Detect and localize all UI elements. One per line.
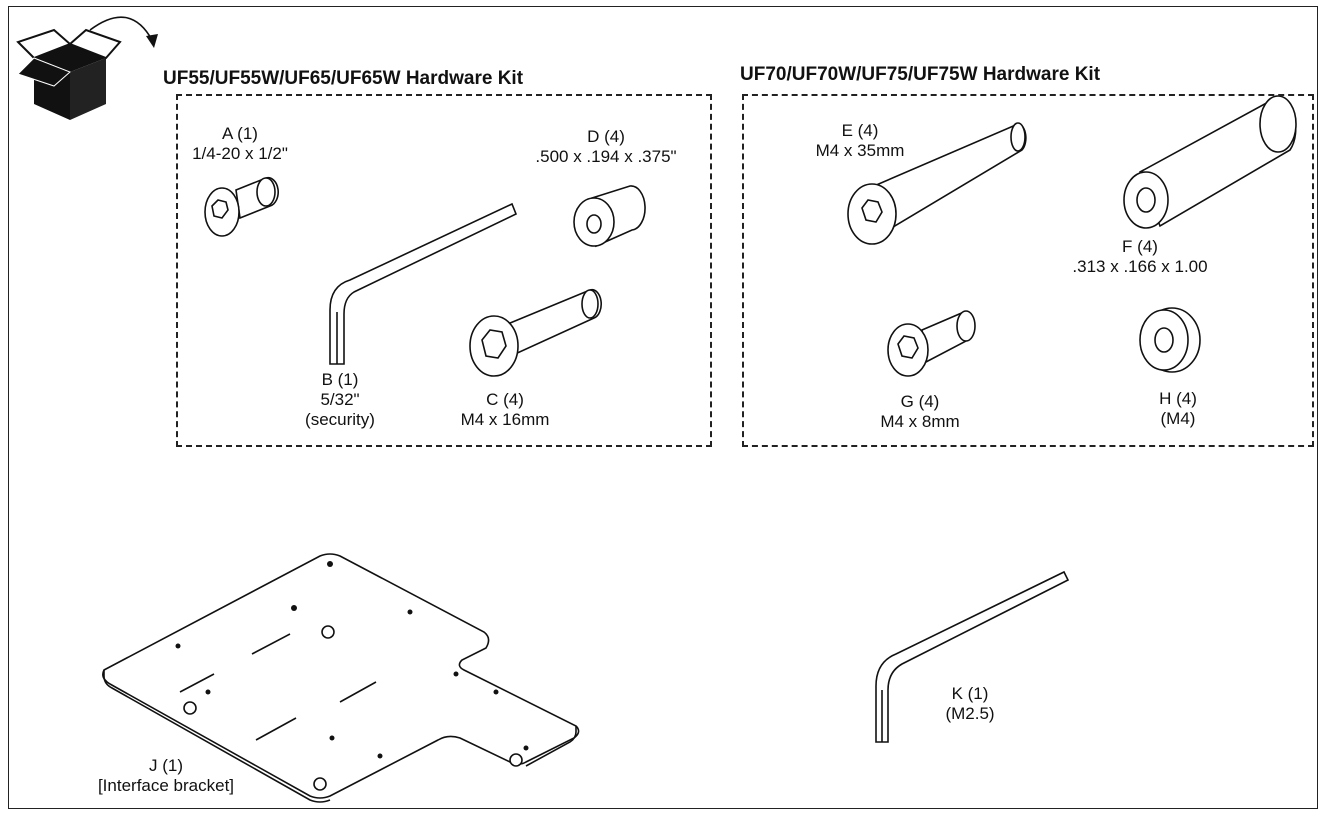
part-e-label: E (4) M4 x 35mm (800, 121, 920, 161)
part-j-label: J (1) [Interface bracket] (66, 756, 266, 796)
part-h-spec: (M4) (1160, 409, 1196, 428)
part-d-spacer-image (573, 185, 646, 248)
part-j-bracket-image (102, 553, 580, 803)
part-c-screw-image (469, 288, 602, 377)
part-k-hex-key-image (875, 570, 1070, 743)
kit-title-uf70-uf75: UF70/UF70W/UF75/UF75W Hardware Kit (740, 64, 1101, 85)
part-b-hex-key-image (329, 202, 518, 365)
part-f-spec: .313 x .166 x 1.00 (1072, 257, 1208, 276)
kit-box-uf55-uf65 (176, 94, 712, 447)
part-a-name: A (1) (222, 124, 258, 143)
part-c-spec: M4 x 16mm (460, 410, 550, 429)
part-d-label: D (4) .500 x .194 x .375" (508, 127, 704, 167)
diagram-frame (8, 6, 1318, 809)
part-e-name: E (4) (841, 121, 879, 140)
part-b-name: B (1) (321, 370, 359, 389)
part-k-name: K (1) (951, 684, 989, 703)
part-f-spacer-image (1123, 95, 1297, 229)
part-a-screw-image (204, 176, 279, 237)
part-h-name: H (4) (1159, 389, 1197, 408)
part-e-spec: M4 x 35mm (815, 141, 905, 160)
part-g-screw-image (887, 310, 976, 377)
part-c-name: C (4) (486, 390, 524, 409)
part-f-name: F (4) (1122, 237, 1158, 256)
part-a-label: A (1) 1/4-20 x 1/2" (180, 124, 300, 164)
part-e-screw-image (847, 122, 1027, 245)
part-j-spec: [Interface bracket] (97, 776, 235, 795)
part-g-spec: M4 x 8mm (880, 412, 960, 431)
part-d-spec: .500 x .194 x .375" (535, 147, 677, 166)
part-h-label: H (4) (M4) (1128, 389, 1228, 429)
part-g-label: G (4) M4 x 8mm (860, 392, 980, 432)
part-c-label: C (4) M4 x 16mm (420, 390, 590, 430)
kit-title-uf55-uf65: UF55/UF55W/UF65/UF65W Hardware Kit (163, 68, 524, 89)
part-b-note: (security) (305, 410, 375, 429)
part-a-spec: 1/4-20 x 1/2" (192, 144, 288, 163)
part-k-spec: (M2.5) (945, 704, 995, 723)
part-h-washer-image (1139, 307, 1201, 373)
part-j-name: J (1) (149, 756, 183, 775)
part-f-label: F (4) .313 x .166 x 1.00 (1040, 237, 1240, 277)
part-b-label: B (1) 5/32" (security) (280, 370, 400, 430)
part-g-name: G (4) (900, 392, 940, 411)
part-b-spec: 5/32" (320, 390, 360, 409)
kit-box-uf70-uf75 (742, 94, 1314, 447)
part-d-name: D (4) (587, 127, 625, 146)
part-k-label: K (1) (M2.5) (920, 684, 1020, 724)
open-box-icon (16, 16, 158, 120)
